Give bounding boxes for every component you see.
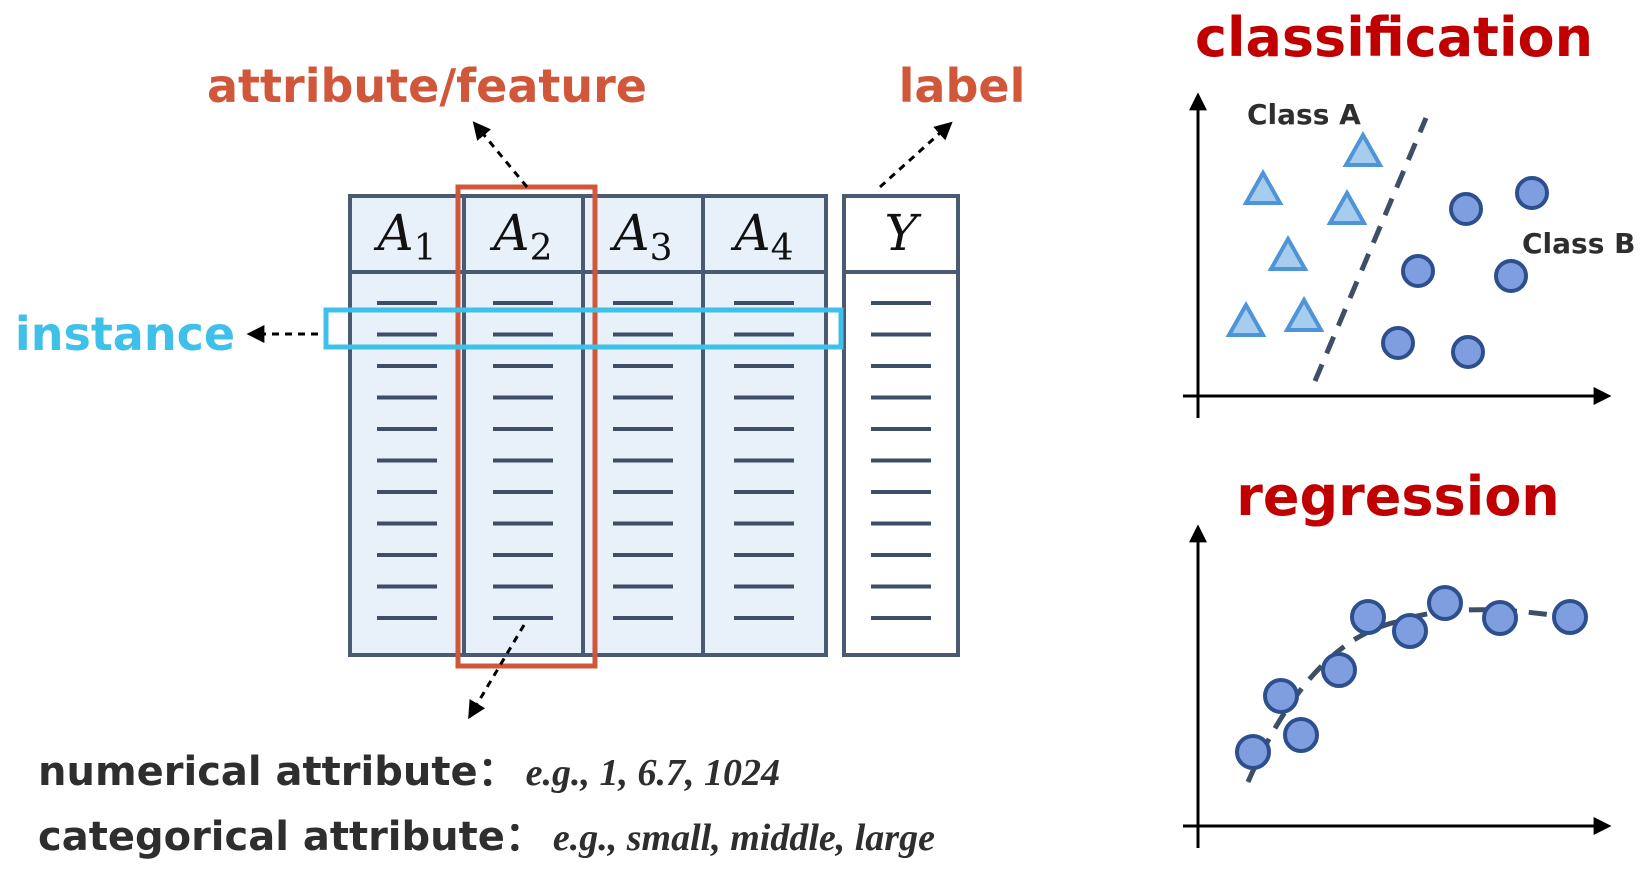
regression-point <box>1283 717 1319 753</box>
regression-point <box>1263 678 1299 714</box>
regression-point <box>1392 613 1428 649</box>
classification-plot: Class A Class B <box>1183 92 1635 418</box>
column-header-a3: A3 <box>609 204 672 269</box>
class-a-point <box>1225 300 1267 337</box>
attribute-type-arrow <box>468 624 526 720</box>
class-b-label: Class B <box>1522 227 1635 260</box>
class-a-point <box>1326 188 1368 225</box>
instance-heading: instance <box>15 307 235 361</box>
column-header-y: Y <box>884 204 921 262</box>
column-header-a1: A1 <box>373 204 436 269</box>
dataset-table: A1 A2 A3 A4 Y <box>348 194 960 657</box>
classification-title: classification <box>1195 6 1593 69</box>
numerical-attribute-line: numerical attribute：e.g., 1, 6.7, 1024 <box>38 749 780 795</box>
label-arrow <box>878 121 953 189</box>
class-a-point <box>1267 234 1309 271</box>
categorical-attribute-line: categorical attribute：e.g., small, middl… <box>38 814 935 860</box>
regression-title: regression <box>1236 465 1560 528</box>
class-a-point <box>1342 130 1384 167</box>
attribute-arrow <box>472 121 529 188</box>
class-a-point <box>1283 295 1325 332</box>
class-b-point <box>1401 254 1435 288</box>
regression-point <box>1427 585 1463 621</box>
column-header-a4: A4 <box>730 204 793 269</box>
label-heading: label <box>899 59 1026 113</box>
attribute-feature-heading: attribute/feature <box>207 59 647 113</box>
regression-point <box>1482 600 1518 636</box>
class-a-label: Class A <box>1247 98 1361 131</box>
regression-point <box>1350 599 1386 635</box>
class-b-point <box>1494 259 1528 293</box>
regression-point <box>1235 734 1271 770</box>
regression-point <box>1552 599 1588 635</box>
table-rows <box>377 301 931 620</box>
instance-highlight-box <box>323 307 844 350</box>
class-b-point <box>1449 192 1483 226</box>
column-header-a2: A2 <box>489 204 552 269</box>
class-a-point <box>1242 168 1284 205</box>
regression-point <box>1321 652 1357 688</box>
class-b-point <box>1451 335 1485 369</box>
class-b-point <box>1381 326 1415 360</box>
decision-boundary <box>1312 117 1429 382</box>
regression-plot <box>1183 524 1612 848</box>
class-b-point <box>1515 176 1549 210</box>
